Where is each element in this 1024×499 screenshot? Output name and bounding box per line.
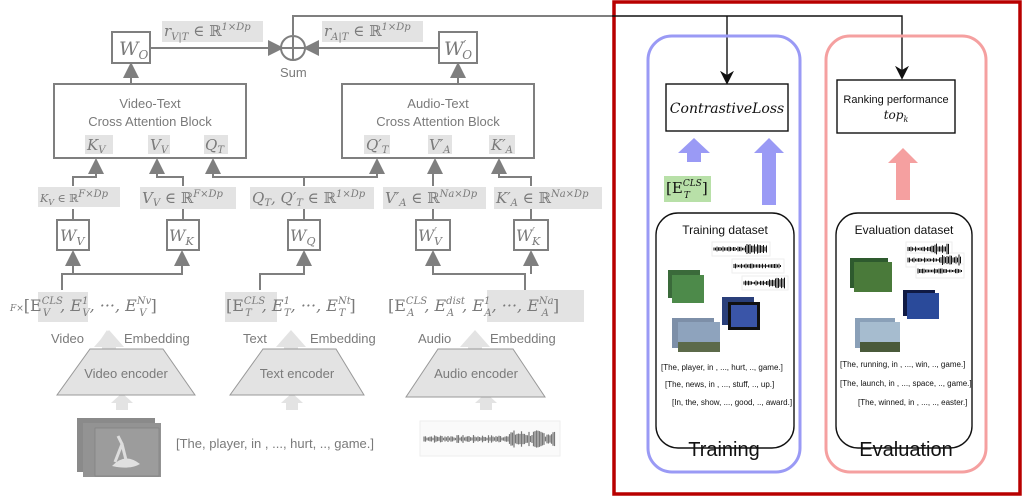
svg-text:Video encoder: Video encoder: [84, 366, 168, 381]
video-text-block-subtitle: Cross Attention Block: [88, 114, 212, 129]
training-dataset-title: Training dataset: [682, 223, 768, 237]
kv-input-label: KV: [86, 136, 107, 156]
weight-wk: WK: [166, 219, 200, 251]
vv-input-label: VV: [150, 136, 170, 156]
svg-text:WQ: WQ: [290, 226, 315, 248]
svg-text:Audio encoder: Audio encoder: [434, 366, 519, 381]
evaluation-sentence: [The, launch, in , ..., space, .., game.…: [840, 379, 972, 388]
dataset-up-arrow: [754, 138, 784, 205]
weight-wv: WV: [56, 219, 90, 251]
video-encoder: Video encoder: [56, 348, 196, 396]
va-dim-label: V′A ∈ ℝNa×Dp: [385, 189, 478, 209]
qt-prime-input-label: Q′T: [366, 136, 390, 156]
training-sentence: [The, player, in , ..., hurt, .., game.]: [661, 363, 783, 372]
svg-text:Text encoder: Text encoder: [260, 366, 335, 381]
training-panel: [646, 34, 802, 474]
audio-text-block-title: Audio-Text: [407, 96, 469, 111]
evaluation-sentence: [The, winned, in , ..., .., easter.]: [858, 398, 967, 407]
topk-label: topk: [884, 108, 909, 124]
svg-text:W′K: W′K: [516, 225, 541, 248]
input-sentence: [The, player, in , ..., hurt, .., game.]: [176, 436, 374, 451]
kv-dim-label: KV ∈ ℝF×Dp: [39, 189, 109, 207]
evaluation-dataset-title: Evaluation dataset: [855, 223, 954, 237]
r-at-label: rA|T ∈ ℝ1×Dp: [324, 22, 411, 43]
weight-wq: WQ: [287, 219, 321, 251]
training-sentence: [In, the, show, ..., good, .., award.]: [672, 398, 792, 407]
contrastive-loss-label: ContrastiveLoss: [670, 101, 784, 117]
training-panel-title: Training: [688, 439, 760, 461]
va-prime-input-label: V′A: [429, 136, 450, 156]
video-frames-image: [77, 418, 161, 477]
svg-text:W′V: W′V: [418, 225, 443, 248]
audio-text-block-subtitle: Cross Attention Block: [376, 114, 500, 129]
r-at-highlight: [322, 21, 423, 42]
text-encoder: Text encoder: [229, 348, 365, 396]
ka-prime-input-label: K′A: [490, 136, 513, 156]
evaluation-panel: [824, 34, 988, 474]
qt-dim-label: QT, Q′T ∈ ℝ1×Dp: [252, 189, 366, 209]
text-embedding-caption: Embedding: [310, 331, 376, 346]
weight-wv-prime: W′V: [415, 219, 451, 251]
audio-waveform-image: [419, 420, 561, 457]
wo-prime-label: W′O: [444, 38, 472, 62]
sum-output-line: [292, 15, 612, 35]
audio-encoder: Audio encoder: [405, 348, 546, 398]
svg-text:WK: WK: [169, 226, 194, 248]
training-media-thumbnails: [668, 241, 789, 352]
evaluation-up-arrow: [888, 148, 918, 200]
cls-token-highlight: [664, 176, 711, 202]
ranking-performance-label: Ranking performance: [843, 94, 948, 106]
video-embedding-caption: Embedding: [124, 331, 190, 346]
embedding-arrows: [94, 330, 497, 410]
training-sentence: [The, news, in , ..., stuff, .., up.]: [665, 380, 774, 389]
ka-dim-label: K′A ∈ ℝNa×Dp: [495, 189, 589, 209]
vv-dim-label: VV ∈ ℝF×Dp: [142, 189, 224, 209]
audio-caption: Audio: [418, 331, 451, 346]
training-evaluation-frame: [612, 0, 1022, 496]
weight-wk-prime: W′K: [513, 219, 549, 251]
cls-up-arrow: [678, 138, 710, 162]
contrastive-loss-box: [665, 83, 789, 132]
r-vt-highlight: [162, 21, 263, 42]
wo-label: WO: [119, 38, 149, 62]
svg-text:WV: WV: [60, 226, 85, 248]
r-vt-label: rV|T ∈ ℝ1×Dp: [164, 22, 251, 43]
evaluation-panel-title: Evaluation: [859, 439, 952, 461]
audio-embedding-caption: Embedding: [490, 331, 556, 346]
text-caption: Text: [243, 331, 267, 346]
evaluation-media-thumbnails: [850, 241, 965, 352]
video-text-block-title: Video-Text: [119, 96, 181, 111]
qt-input-label: QT: [205, 136, 225, 156]
sum-label: Sum: [280, 65, 307, 80]
evaluation-sentence: [The, running, in , ..., win, .., game.]: [840, 360, 965, 369]
kv-dim-highlight: [38, 187, 120, 207]
ranking-performance-box: [836, 79, 956, 134]
video-caption: Video: [51, 331, 84, 346]
to-ranking-arrow: [612, 15, 909, 80]
